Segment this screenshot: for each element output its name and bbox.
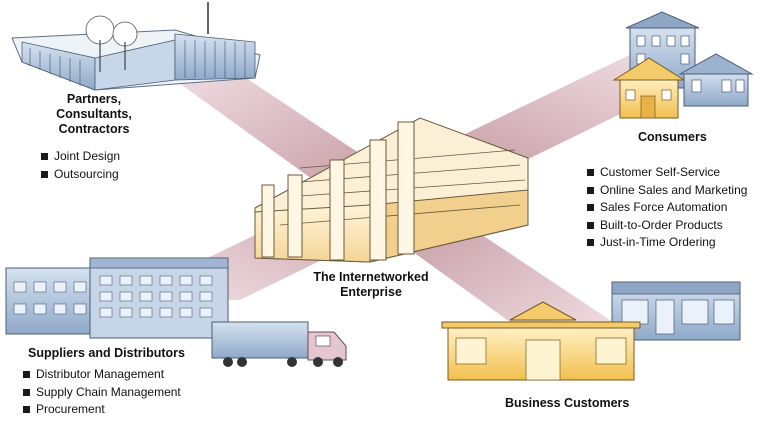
truck-icon	[211, 321, 347, 367]
shop-icon	[441, 301, 641, 381]
consumers-bullet-list: Customer Self-Service Online Sales and M…	[586, 164, 747, 252]
list-item: Joint Design	[40, 148, 120, 166]
list-item: Outsourcing	[40, 166, 120, 184]
enterprise-title: The Internetworked Enterprise	[300, 270, 442, 300]
partners-bullet-list: Joint Design Outsourcing	[40, 148, 120, 183]
partners-title: Partners, Consultants, Contractors	[38, 92, 150, 137]
partners-title-line: Consultants,	[56, 107, 132, 121]
list-item: Built-to-Order Products	[586, 217, 747, 235]
partners-title-line: Partners,	[66, 92, 122, 106]
list-item: Sales Force Automation	[586, 199, 747, 217]
office-campus-icon	[11, 2, 261, 91]
consumers-title: Consumers	[638, 130, 707, 144]
houses-icon	[612, 11, 754, 119]
list-item: Distributor Management	[22, 366, 181, 384]
enterprise-building-icon	[254, 117, 529, 263]
factory-icon	[5, 257, 229, 339]
enterprise-title-line: The Internetworked	[313, 270, 429, 284]
enterprise-title-line: Enterprise	[340, 285, 402, 299]
list-item: Supply Chain Management	[22, 384, 181, 402]
suppliers-bullet-list: Distributor Management Supply Chain Mana…	[22, 366, 181, 419]
list-item: Just-in-Time Ordering	[586, 234, 747, 252]
list-item: Procurement	[22, 401, 181, 419]
suppliers-title: Suppliers and Distributors	[28, 346, 185, 360]
list-item: Online Sales and Marketing	[586, 182, 747, 200]
business-customers-title: Business Customers	[505, 396, 630, 410]
list-item: Customer Self-Service	[586, 164, 747, 182]
partners-title-line: Contractors	[58, 122, 130, 136]
